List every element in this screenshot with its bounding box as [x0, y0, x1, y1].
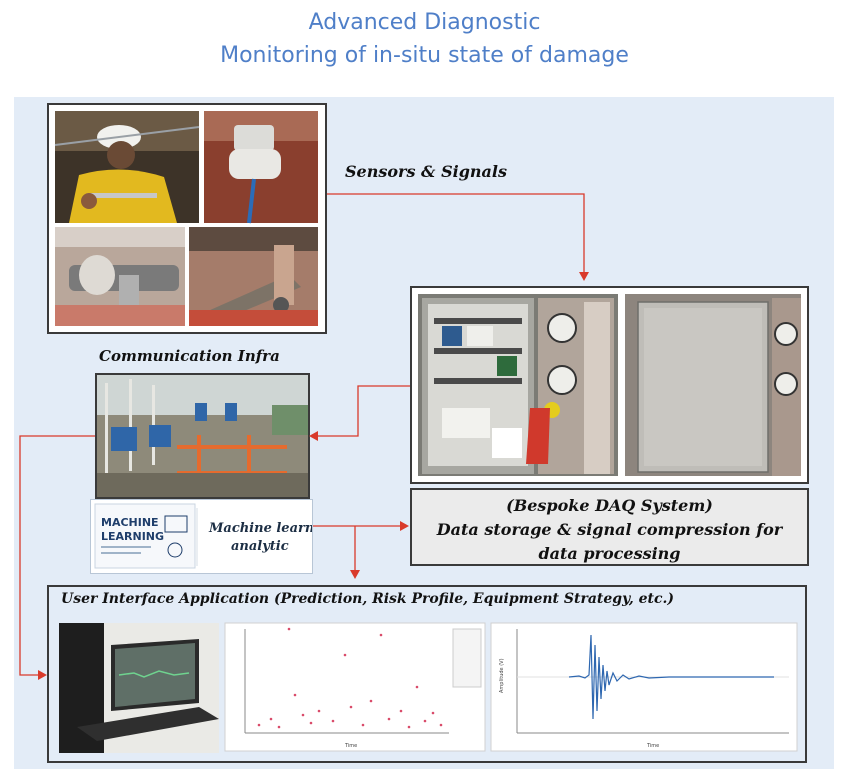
page-title-line2: Monitoring of in-situ state of damage — [220, 43, 629, 68]
waveform-trace — [568, 634, 774, 720]
sensors-photo-collage — [47, 103, 327, 334]
waveform-plot-screenshot: Time Amplitude (V) — [490, 622, 798, 752]
mounting-photo — [189, 227, 318, 326]
arrow-head-daq — [579, 272, 589, 281]
arrow-head-daq-input — [400, 521, 409, 531]
arrow-head-ui-left — [38, 670, 47, 680]
waveform-x-label: Time — [646, 743, 659, 749]
ui-application-label: User Interface Application (Prediction, … — [61, 591, 675, 607]
arrow-sensors-to-daq — [327, 193, 585, 272]
arrow-head-comm — [309, 431, 318, 441]
daq-label-line3: data processing — [538, 544, 681, 563]
ml-text-line1: Machine learning — [208, 521, 312, 536]
scatter-plot-screenshot: Time — [224, 622, 486, 752]
waveform-y-label: Amplitude (V) — [499, 658, 505, 693]
page-title-line1: Advanced Diagnostic — [308, 10, 541, 35]
pipe-sensor-photo — [55, 227, 185, 326]
arrow-comm-to-ui — [19, 435, 95, 676]
daq-description: (Bespoke DAQ System) Data storage & sign… — [410, 488, 809, 566]
ui-application-frame: User Interface Application (Prediction, … — [47, 585, 807, 763]
sensor-closeup-photo — [204, 111, 318, 224]
technician-photo — [54, 111, 200, 223]
machine-learning-graphic: MACHINE LEARNING Machine learning analyt… — [90, 499, 338, 574]
daq-label-line1: (Bespoke DAQ System) — [506, 496, 713, 515]
ml-text-line2: analytic — [231, 539, 289, 554]
scatter-points — [257, 627, 443, 729]
ml-logo-line1: MACHINE — [101, 516, 159, 529]
scatter-x-label: Time — [344, 743, 357, 749]
sensors-label: Sensors & Signals — [345, 162, 507, 181]
ml-logo-line2: LEARNING — [101, 530, 164, 543]
laptop-photo — [59, 623, 219, 753]
arrow-daq-to-comm — [318, 385, 410, 437]
communication-infra-photo — [95, 373, 310, 499]
arrow-head-ui-top — [350, 570, 360, 579]
daq-closed-cabinet-photo — [625, 294, 801, 476]
daq-photo-frame — [410, 286, 809, 484]
daq-label-line2: Data storage & signal compression for — [436, 520, 783, 539]
daq-open-cabinet-photo — [418, 294, 618, 476]
communication-label: Communication Infra — [99, 347, 280, 365]
